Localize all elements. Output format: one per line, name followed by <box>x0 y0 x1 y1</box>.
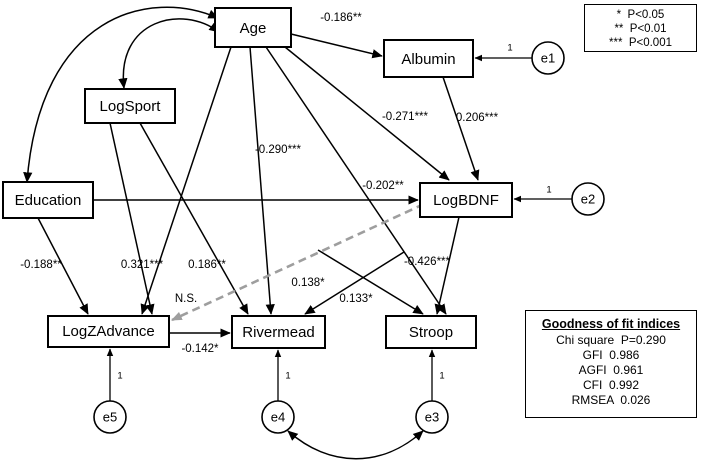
coef-albumin-logbdnf: 0.206*** <box>456 112 499 124</box>
coef-logsport-rivermead: 0.186** <box>188 259 226 271</box>
path-logbdnf-stroop: -0.426*** <box>404 216 460 315</box>
node-stroop[interactable]: Stroop <box>385 315 477 349</box>
loading-e4: 1 <box>285 371 290 382</box>
node-logsport-label: LogSport <box>100 98 162 115</box>
goodness-of-fit-title: Goodness of fit indices <box>541 317 681 331</box>
path-e4-rivermead: 1 <box>274 349 291 401</box>
node-e2-label: e2 <box>581 191 595 206</box>
coef-logsport-logzadvance: 0.321*** <box>121 259 164 271</box>
loading-e3: 1 <box>439 371 444 382</box>
path-age-rivermead: -0.290*** <box>249 46 302 315</box>
path-e5-logzadvance: 1 <box>106 348 123 401</box>
node-logbdnf[interactable]: LogBDNF <box>419 182 513 218</box>
node-stroop-label: Stroop <box>409 324 453 341</box>
path-age-albumin: -0.186** <box>290 12 383 59</box>
node-e1-label: e1 <box>541 50 555 65</box>
significance-legend: * P<0.05 ** P<0.01 *** P<0.001 <box>584 4 697 52</box>
coef-logbdnf-stroop: -0.426*** <box>404 256 451 268</box>
path-e1-albumin: 1 <box>474 43 532 62</box>
path-age-logbdnf: -0.271*** <box>284 46 450 181</box>
node-e5-label: e5 <box>103 409 117 424</box>
path-logzadvance-rivermead: -0.142* <box>169 328 231 355</box>
node-age[interactable]: Age <box>214 7 292 48</box>
node-e2[interactable]: e2 <box>571 182 605 216</box>
goodness-of-fit-panel: Goodness of fit indices Chi square P=0.2… <box>525 310 697 418</box>
significance-legend-line: *** P<0.001 <box>609 37 672 49</box>
coef-education-logzadvance: -0.188** <box>20 259 62 271</box>
coef-rivermead-stroop: 0.133* <box>339 293 373 305</box>
path-education-logzadvance: -0.188** <box>20 217 89 315</box>
loading-e2: 1 <box>546 185 551 196</box>
node-age-label: Age <box>240 20 267 37</box>
node-albumin[interactable]: Albumin <box>383 39 474 78</box>
node-rivermead[interactable]: Rivermead <box>231 315 326 349</box>
fit-row-gfi: GFI 0.986 <box>582 348 640 362</box>
path-e2-logbdnf: 1 <box>513 185 572 203</box>
node-education-label: Education <box>15 192 82 209</box>
node-e3[interactable]: e3 <box>415 400 449 434</box>
coef-stroop-rivermead: 0.138* <box>291 277 325 289</box>
node-logsport[interactable]: LogSport <box>84 88 176 124</box>
covariance-age-logsport <box>118 18 220 89</box>
path-education-logbdnf: -0.202** <box>93 180 419 205</box>
fit-row-chi-square: Chi square P=0.290 <box>556 333 666 347</box>
node-e1[interactable]: e1 <box>531 41 565 75</box>
coef-logbdnf-logzadvance: N.S. <box>175 293 197 305</box>
path-age-stroop <box>265 46 447 315</box>
path-logsport-logzadvance: 0.321*** <box>109 122 164 315</box>
loading-e5: 1 <box>117 371 122 382</box>
node-logbdnf-label: LogBDNF <box>433 192 499 209</box>
significance-legend-line: ** P<0.01 <box>614 23 667 35</box>
coef-education-logbdnf: -0.202** <box>362 180 404 192</box>
fit-row-cfi: CFI 0.992 <box>582 378 640 392</box>
node-e5[interactable]: e5 <box>93 400 127 434</box>
node-education[interactable]: Education <box>2 181 94 219</box>
node-logzadvance[interactable]: LogZAdvance <box>47 315 170 348</box>
path-e3-stroop: 1 <box>428 349 445 401</box>
path-logsport-rivermead: 0.186** <box>139 122 249 315</box>
covariance-age-education <box>23 6 219 183</box>
path-rivermead-stroop: 0.133* <box>317 249 424 315</box>
node-e3-label: e3 <box>425 409 439 424</box>
node-albumin-label: Albumin <box>401 51 455 68</box>
node-rivermead-label: Rivermead <box>242 324 315 341</box>
node-e4[interactable]: e4 <box>261 400 295 434</box>
path-albumin-logbdnf: 0.206*** <box>442 76 499 181</box>
coef-age-rivermead: -0.290*** <box>255 144 302 156</box>
coef-age-logbdnf: -0.271*** <box>382 111 429 123</box>
significance-legend-line: * P<0.05 <box>616 9 665 21</box>
path-age-logzadvance <box>140 46 232 315</box>
path-logbdnf-logzadvance-ns: N.S. <box>171 202 425 322</box>
coef-logzadvance-rivermead: -0.142* <box>181 343 219 355</box>
fit-row-agfi: AGFI 0.961 <box>578 363 644 377</box>
coef-age-albumin: -0.186** <box>320 12 362 24</box>
fit-row-rmsea: RMSEA 0.026 <box>571 393 651 407</box>
loading-e1: 1 <box>507 43 512 54</box>
node-logzadvance-label: LogZAdvance <box>62 323 155 340</box>
node-e4-label: e4 <box>271 409 285 424</box>
path-stroop-rivermead: 0.138* <box>291 251 405 315</box>
covariance-e4-e3 <box>287 430 424 460</box>
